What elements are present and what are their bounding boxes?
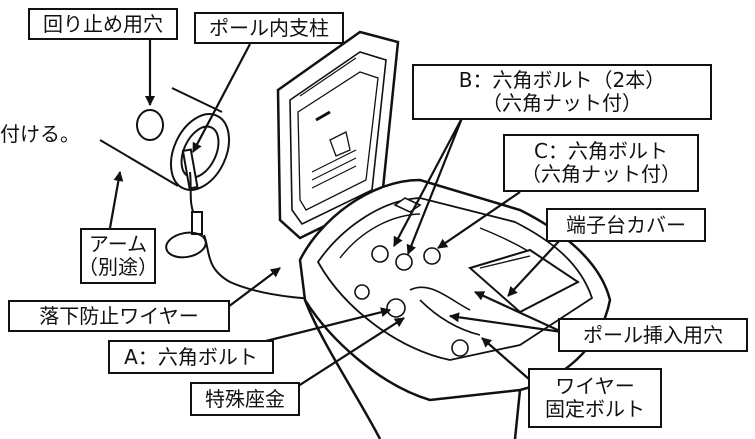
arrow-pole-inner-strut — [192, 43, 251, 153]
label-bolt-c-line1: C：六角ボルト — [534, 139, 668, 163]
label-rotation-stop-hole: 回り止め用穴 — [28, 8, 178, 40]
arrow-wire-fix-bolt — [481, 337, 531, 381]
label-special-washer: 特殊座金 — [190, 382, 300, 416]
fixture-body — [298, 178, 612, 439]
label-fall-prevention-wire: 落下防止ワイヤー — [8, 300, 230, 332]
arrow-terminal-cover — [507, 239, 561, 297]
label-pole-inner-strut: ポール内支柱 — [194, 12, 344, 44]
arrow-bolt-a — [261, 307, 391, 344]
rotation-stop-hole-mark — [136, 109, 164, 141]
label-wire-fix-bolt: ワイヤー 固定ボルト — [528, 368, 662, 428]
label-arm: アーム （別途） — [78, 228, 158, 284]
label-bolt-b-line2: （六角ナット付） — [482, 91, 642, 115]
label-wire-fix-bolt-line2: 固定ボルト — [545, 397, 645, 421]
label-bolt-c-line2: （六角ナット付） — [521, 162, 681, 186]
arrow-bolt-b-2 — [406, 117, 464, 255]
arrow-bolt-b-1 — [393, 117, 463, 247]
terminal-block-cover — [467, 248, 580, 314]
arm-cylinder — [99, 87, 231, 191]
label-attach-note: 付ける。 — [0, 122, 80, 146]
label-bolt-c: C：六角ボルト （六角ナット付） — [503, 134, 699, 192]
label-arm-line1: アーム — [88, 232, 148, 256]
label-wire-fix-bolt-line1: ワイヤー — [555, 374, 635, 398]
label-terminal-cover: 端子台カバー — [546, 208, 706, 242]
arrow-special-washer — [291, 317, 405, 391]
label-bolt-b-line1: B：六角ボルト（2本） — [458, 68, 666, 92]
arrow-pole-insertion-1 — [474, 291, 563, 333]
label-bolt-b: B：六角ボルト（2本） （六角ナット付） — [412, 64, 712, 120]
label-arm-line2: （別途） — [78, 255, 158, 279]
label-pole-insertion-hole: ポール挿入用穴 — [558, 318, 748, 352]
fixture-lid — [276, 30, 400, 240]
label-bolt-a: A：六角ボルト — [108, 340, 274, 374]
arrow-bolt-c — [437, 191, 521, 249]
arrow-arm — [108, 171, 124, 229]
arrow-pole-insertion-2 — [449, 312, 563, 334]
